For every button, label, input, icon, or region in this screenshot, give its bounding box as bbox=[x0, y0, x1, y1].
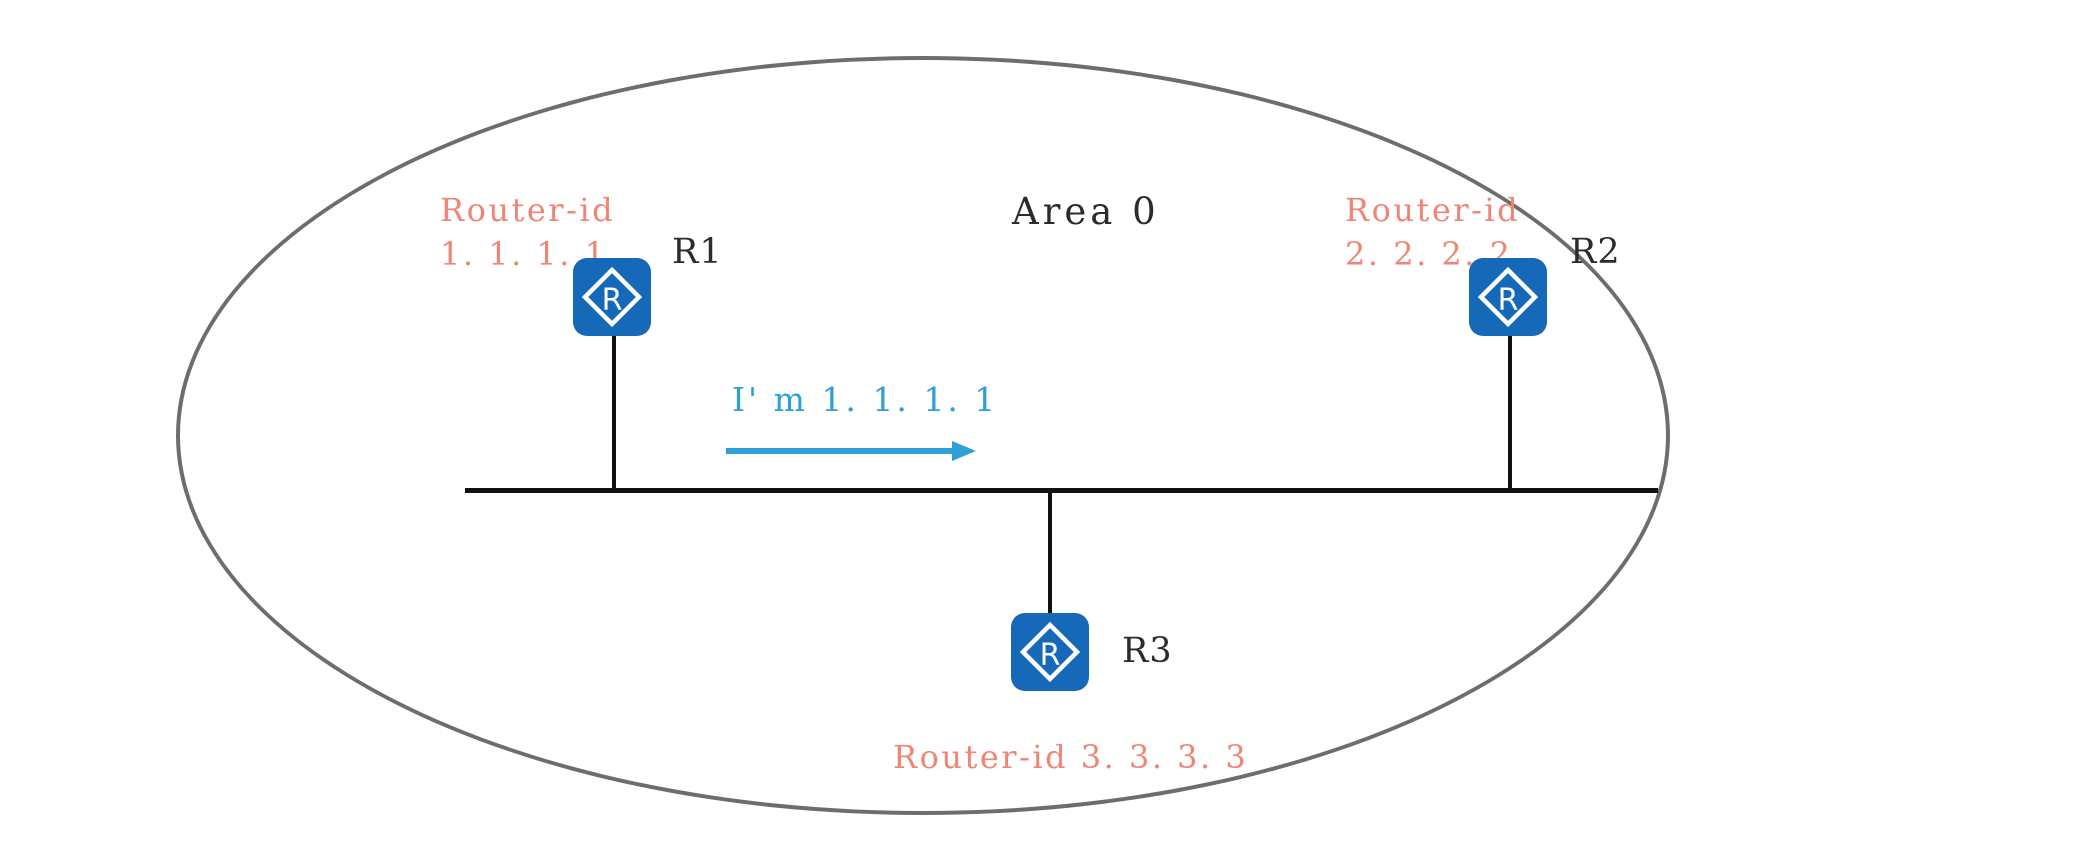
link-r2-to-bus bbox=[1508, 334, 1512, 490]
router-label-r3: R3 bbox=[1122, 631, 1173, 671]
router-id-label-r3: Router-id 3. 3. 3. 3 bbox=[893, 735, 1248, 779]
hello-packet-label: I' m 1. 1. 1. 1 bbox=[732, 380, 999, 419]
router-label-r2: R2 bbox=[1570, 232, 1621, 272]
router-icon: R bbox=[1477, 266, 1539, 328]
arrow-right-icon bbox=[726, 441, 976, 461]
router-id-label-r2-line1: Router-id bbox=[1345, 191, 1521, 229]
broadcast-segment-line bbox=[465, 488, 1658, 493]
link-r1-to-bus bbox=[612, 334, 616, 490]
router-id-label-r1-line1: Router-id bbox=[440, 191, 616, 229]
area-label: Area 0 bbox=[1012, 190, 1160, 233]
router-node-r3[interactable]: R bbox=[1011, 613, 1089, 691]
hello-direction-arrow bbox=[724, 438, 978, 468]
router-node-r2[interactable]: R bbox=[1469, 258, 1547, 336]
svg-text:R: R bbox=[1040, 638, 1061, 673]
router-id-label-r1: Router-id 1. 1. 1. 1 bbox=[440, 188, 615, 276]
router-icon: R bbox=[581, 266, 643, 328]
router-node-r1[interactable]: R bbox=[573, 258, 651, 336]
link-bus-to-r3 bbox=[1048, 490, 1052, 615]
ospf-area-boundary bbox=[176, 56, 1670, 815]
router-id-label-r3-line1: Router-id 3. 3. 3. 3 bbox=[893, 738, 1249, 776]
svg-text:R: R bbox=[602, 283, 623, 318]
svg-text:R: R bbox=[1498, 283, 1519, 318]
router-label-r1: R1 bbox=[672, 232, 723, 272]
router-icon: R bbox=[1019, 621, 1081, 683]
